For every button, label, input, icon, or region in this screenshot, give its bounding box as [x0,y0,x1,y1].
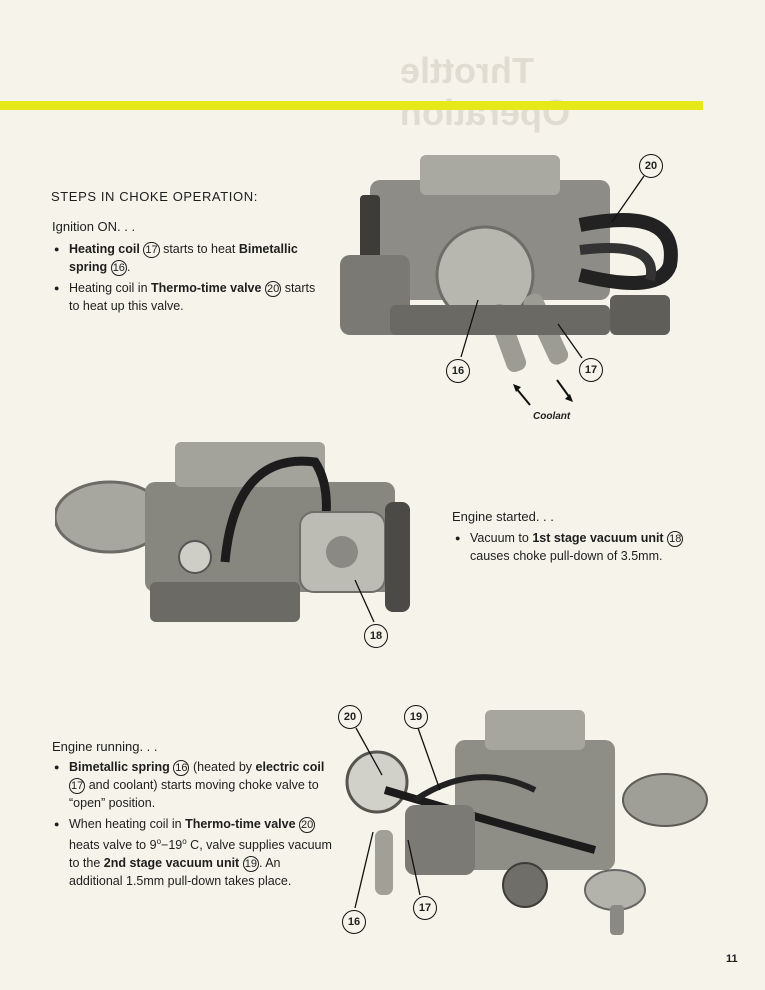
term: Bimetallic spring [69,760,170,774]
hose [579,243,657,282]
text: When heating coil in [69,817,182,831]
valve-unit [610,295,670,335]
coolant-label: Coolant [533,411,571,422]
text: causes choke pull-down of 3.5mm. [470,549,663,563]
text: starts to heat [163,242,236,256]
side-unit [405,805,475,875]
carb-top [175,442,325,487]
degree-sign: o [156,837,162,846]
carb-top [485,710,585,750]
ref-number: 17 [143,241,160,258]
coolant-arrow-head [565,394,573,402]
engine-started-bullet-1: Vacuum to 1st stage vacuum unit 18 cause… [455,529,705,565]
text: starts to heat up this valve. [69,281,316,313]
coolant-arrow [556,379,571,399]
ignition-label: Ignition ON. . . [52,219,136,234]
leader-line [460,299,479,358]
text: C, valve supplies vacuum to the [69,838,332,871]
carb-base [390,305,610,335]
section-heading: STEPS IN CHOKE OPERATION: [51,189,258,204]
text: . An additional 1.5mm pull-down takes pl… [69,856,292,889]
text: Vacuum to [470,531,529,545]
leader-line [354,579,375,623]
callout-16: 16 [342,910,366,934]
term: 2nd stage vacuum unit [103,856,240,871]
vacuum-unit-2 [502,862,548,908]
leader-line [417,727,441,791]
leader-line [557,323,583,359]
engine-running-bullets: Bimetallic spring 16 (heated by electric… [54,758,336,893]
term: 1st stage vacuum unit [532,531,664,545]
callout-17: 17 [579,358,603,382]
carburetor-photo-1 [340,155,678,372]
carb-base [150,582,300,622]
coolant-pipe [375,830,393,895]
callout-19: 19 [404,705,428,729]
callout-20: 20 [338,705,362,729]
carb-top [420,155,560,195]
nipple [610,905,624,935]
leader-line [355,727,383,776]
text: . [126,260,131,274]
term: Heating coil [69,242,140,256]
ignition-bullet-2: Heating coil in Thermo-time valve 20 sta… [54,279,324,315]
callout-18: 18 [364,624,388,648]
engine-started-label: Engine started. . . [452,509,554,524]
degree-sign: o [182,837,187,846]
coolant-arrow-head [513,384,521,392]
vacuum-hose [383,786,597,854]
page-number: 11 [726,953,738,965]
carburetor-photo-3 [345,710,708,935]
vacuum-hose [413,774,537,803]
engine-started-bullets: Vacuum to 1st stage vacuum unit 18 cause… [455,529,705,568]
ignition-bullets: Heating coil 17 starts to heat Bimetalli… [54,240,324,318]
hose [578,213,678,290]
term: Bimetallic spring [69,242,298,274]
side-pipe [385,502,410,612]
ref-number: 16 [110,259,127,276]
text: heats valve to 9 [69,838,157,853]
screw-knob [178,540,212,574]
ref-number: 20 [264,280,282,297]
accent-bar [0,101,703,110]
term: electric coil [255,760,325,774]
callout-20: 20 [639,154,663,178]
thermo-time-valve [345,750,409,814]
engine-running-label: Engine running. . . [52,739,158,754]
coolant-arrow [515,387,531,406]
ignition-bullet-1: Heating coil 17 starts to heat Bimetalli… [54,240,324,276]
vacuum-unit-center [326,536,358,568]
leader-line [407,839,421,896]
text: (heated by [192,760,253,774]
callout-16: 16 [446,359,470,383]
carburetor-photo-2 [55,442,410,622]
term: Thermo-time valve [185,817,296,831]
leader-line [354,831,374,909]
text: Heating coil in [69,281,148,295]
ref-number: 18 [667,530,684,547]
engine-running-bullet-2: When heating coil in Thermo-time valve 2… [54,815,336,890]
text: −19 [161,838,183,853]
callout-17: 17 [413,896,437,920]
choke-cover [622,773,708,827]
engine-running-bullet-1: Bimetallic spring 16 (heated by electric… [54,758,336,812]
term: Thermo-time valve [151,281,262,295]
text: and coolant) starts moving choke valve t… [69,778,319,810]
leader-line [611,175,645,223]
carb-body [455,740,615,870]
